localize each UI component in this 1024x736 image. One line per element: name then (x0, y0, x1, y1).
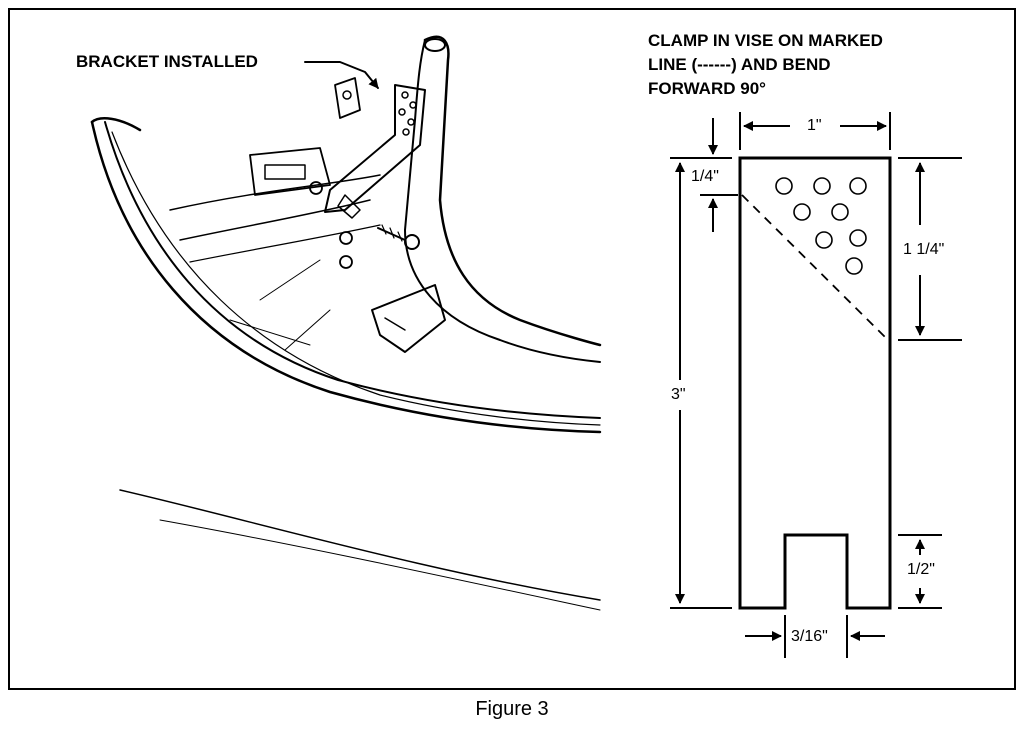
dim-total-height (670, 157, 732, 609)
hole (793, 203, 811, 221)
trim-panel-outer-edge (90, 120, 602, 434)
hole (775, 177, 793, 195)
hole (849, 177, 867, 195)
dim-hole-region-label: 1 1/4" (902, 241, 946, 259)
dim-slot-width-label: 3/16" (790, 628, 829, 646)
trim-panel-top-lip (90, 117, 142, 132)
trim-panel-bottom-edge (119, 489, 601, 601)
template-outline (738, 156, 892, 610)
figure-caption: Figure 3 (475, 698, 549, 720)
dim-width (739, 112, 891, 150)
bracket-template-drawing (670, 112, 962, 658)
bracket (324, 84, 426, 213)
dim-top-offset (700, 118, 738, 232)
figure-frame (8, 8, 1016, 690)
hole (845, 257, 863, 275)
clip (334, 77, 361, 119)
hole (831, 203, 849, 221)
dim-slot-width (745, 615, 885, 658)
callout-bracket-installed: BRACKET INSTALLED (76, 52, 258, 71)
pillar (423, 35, 602, 347)
bracket-installed-illustration (90, 35, 602, 611)
hole (815, 231, 833, 249)
mounting-plate (249, 147, 331, 196)
dim-hole-region (898, 157, 962, 341)
dim-total-height-label: 3" (670, 386, 687, 404)
instruction-line-3: FORWARD 90° (648, 79, 766, 98)
hole (849, 229, 867, 247)
trim-panel-inner-edge (104, 121, 601, 419)
dim-top-offset-label: 1/4" (690, 168, 720, 186)
hole (813, 177, 831, 195)
instruction-line-1: CLAMP IN VISE ON MARKED (648, 31, 883, 50)
dim-slot-depth (898, 534, 942, 609)
dim-width-label: 1" (806, 117, 823, 135)
mounting-holes (775, 177, 867, 275)
instruction-line-2: LINE (------) AND BEND (648, 55, 831, 74)
trim-panel-lower-line (111, 131, 601, 426)
bend-line-dashed (741, 194, 889, 341)
figure-border (8, 8, 1016, 690)
dim-slot-depth-label: 1/2" (906, 561, 936, 579)
callout-leader (304, 61, 379, 89)
separate-tab (371, 284, 446, 353)
base-curve (169, 174, 381, 211)
